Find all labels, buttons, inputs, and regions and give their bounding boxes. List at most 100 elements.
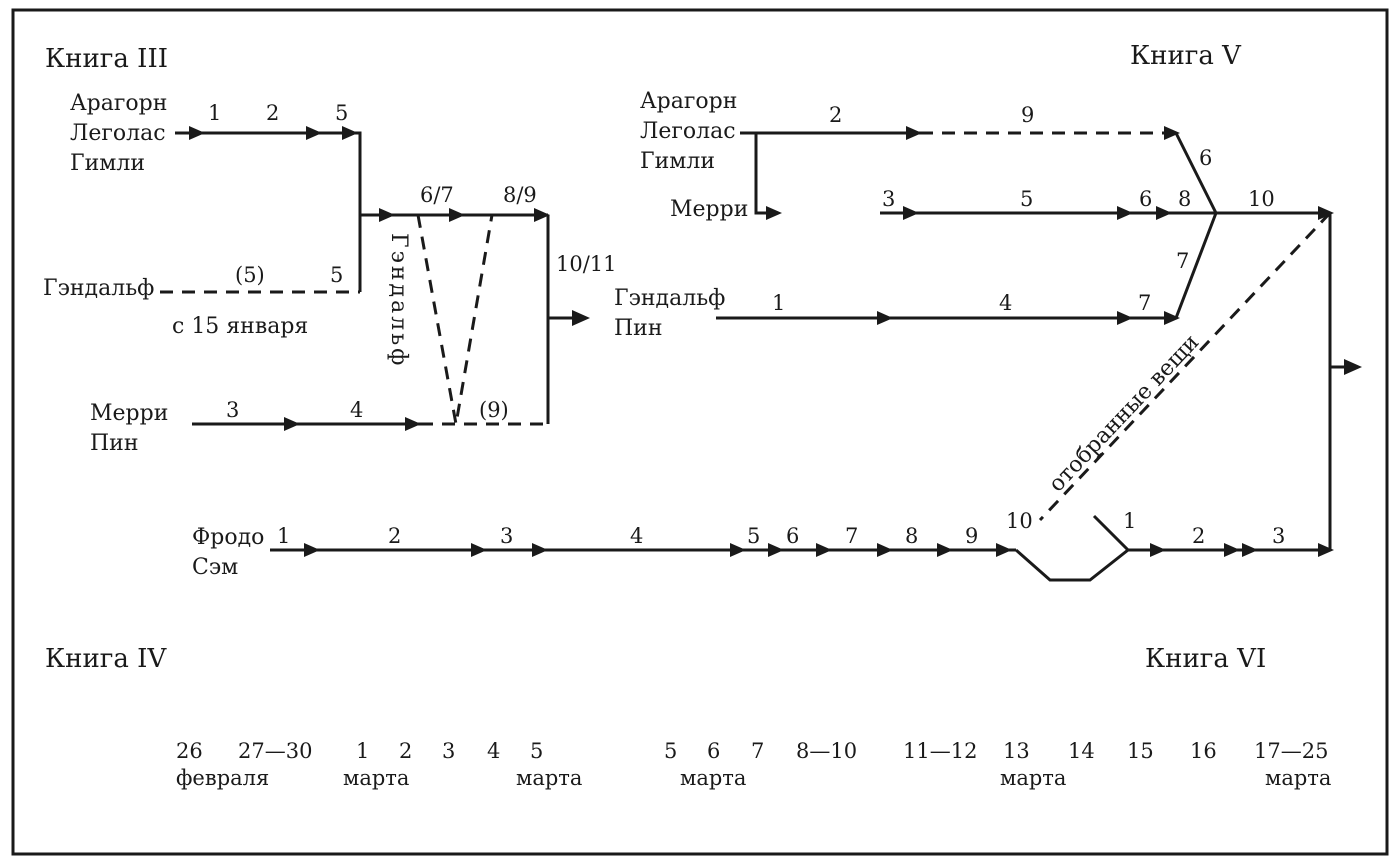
b5-name-pippin: Пин <box>614 316 663 341</box>
b3-label-m4: 4 <box>350 398 363 422</box>
arrow-head <box>306 126 322 140</box>
b3-label-m9: (9) <box>479 398 509 422</box>
b6-label-3: 3 <box>1272 524 1285 548</box>
b4-label-5: 5 <box>747 524 760 548</box>
date-4: 4 <box>487 739 500 763</box>
b5-label-a9: 9 <box>1021 103 1034 127</box>
arrow-head <box>768 543 784 557</box>
b3-aragorn-line <box>175 131 548 217</box>
arrow-head <box>1156 206 1172 220</box>
date-1: 1 <box>356 739 369 763</box>
b5-label-g1: 1 <box>772 291 785 315</box>
date-16: 16 <box>1190 739 1217 763</box>
arrow-head <box>1242 543 1258 557</box>
b3-gandalf-note: с 15 января <box>172 314 308 339</box>
b3-label-a5: 5 <box>335 101 348 125</box>
arrow-head <box>379 208 395 222</box>
b4-label-8: 8 <box>905 524 918 548</box>
arrow-head <box>532 543 548 557</box>
arrow-head <box>906 126 922 140</box>
date-27-30: 27—30 <box>238 739 312 763</box>
arrow-head <box>1117 206 1133 220</box>
b4-label-1: 1 <box>277 524 290 548</box>
date-14: 14 <box>1068 739 1095 763</box>
arrow-head <box>1164 126 1180 140</box>
b5-label-g4: 4 <box>999 291 1012 315</box>
sam-name: Сэм <box>192 555 238 580</box>
b3-label-m3: 3 <box>226 398 239 422</box>
b3-label-1011: 10/11 <box>556 252 617 276</box>
arrow-head <box>816 543 832 557</box>
month-march-1: марта <box>343 766 409 790</box>
arrow-head <box>534 208 550 222</box>
b5-label-a2: 2 <box>829 103 842 127</box>
b4-label-9: 9 <box>965 524 978 548</box>
b3-gandalf-vertical: Гэндальф <box>386 233 411 368</box>
date-5b: 5 <box>664 739 677 763</box>
b4-label-7: 7 <box>845 524 858 548</box>
month-march-2: марта <box>516 766 582 790</box>
b5-label-g7: 7 <box>1138 291 1151 315</box>
arrow-head <box>342 126 358 140</box>
frodo-name: Фродо <box>192 525 264 550</box>
b5-name-gandalf: Гэндальф <box>614 286 725 311</box>
arrow-head <box>1344 359 1362 375</box>
b6-label-1: 1 <box>1123 509 1136 533</box>
date-2: 2 <box>399 739 412 763</box>
b5-label-m10: 10 <box>1248 187 1275 211</box>
b5-label-m6: 6 <box>1139 187 1152 211</box>
arrow-head <box>730 543 746 557</box>
date-15: 15 <box>1127 739 1154 763</box>
arrow-head <box>877 311 893 325</box>
b6-label-10: 10 <box>1006 509 1033 533</box>
arrow-head <box>1164 311 1180 325</box>
b5-merry-branch <box>754 133 778 215</box>
b4-label-3: 3 <box>500 524 513 548</box>
b5-name-legolas: Леголас <box>640 119 736 144</box>
arrow-head <box>471 543 487 557</box>
date-26: 26 <box>176 739 203 763</box>
book-3-title: Книга III <box>45 44 168 74</box>
arrow-head <box>284 417 300 431</box>
date-3: 3 <box>442 739 455 763</box>
b5-name-merry: Мерри <box>670 197 748 222</box>
b5-diag-6 <box>1174 132 1218 214</box>
b3-label-89: 8/9 <box>503 183 537 207</box>
b5-label-m5: 5 <box>1020 187 1033 211</box>
arrow-head <box>189 126 205 140</box>
b6-label-2: 2 <box>1192 524 1205 548</box>
b3-name-gimli: Гимли <box>70 151 145 176</box>
b3-label-g5: 5 <box>330 263 343 287</box>
b3-name-legolas: Леголас <box>70 121 166 146</box>
b3-name-gandalf: Гэндальф <box>43 276 154 301</box>
arrow-head <box>449 208 465 222</box>
book-5-title: Книга V <box>1130 41 1242 71</box>
b3-name-merry: Мерри <box>90 401 168 426</box>
b5-name-aragorn: Арагорн <box>640 89 737 114</box>
arrow-head <box>1150 543 1166 557</box>
date-17-25: 17—25 <box>1254 739 1328 763</box>
arrow-head <box>937 543 953 557</box>
arrow-head <box>996 543 1012 557</box>
date-11-12: 11—12 <box>903 739 977 763</box>
book-6-title: Книга VI <box>1145 644 1266 674</box>
arrow-head <box>903 206 919 220</box>
b3-label-g-paren: (5) <box>235 263 265 287</box>
b5-label-m8: 8 <box>1178 187 1191 211</box>
arrow-head <box>304 543 320 557</box>
b5-label-d7: 7 <box>1176 249 1189 273</box>
b3-gandalf-wedge <box>416 214 494 425</box>
arrow-head <box>1318 206 1334 220</box>
b4-captive-loop <box>1015 514 1131 582</box>
arrow-head <box>405 417 421 431</box>
month-march-4: марта <box>1000 766 1066 790</box>
b3-label-a1: 1 <box>208 101 221 125</box>
date-8-10: 8—10 <box>796 739 857 763</box>
book-4-title: Книга IV <box>45 644 167 674</box>
b5-label-m3: 3 <box>882 187 895 211</box>
arrow-head <box>1318 543 1334 557</box>
date-6: 6 <box>707 739 720 763</box>
frame-border <box>11 8 1389 856</box>
b5-label-d6: 6 <box>1199 146 1212 170</box>
date-13: 13 <box>1003 739 1030 763</box>
